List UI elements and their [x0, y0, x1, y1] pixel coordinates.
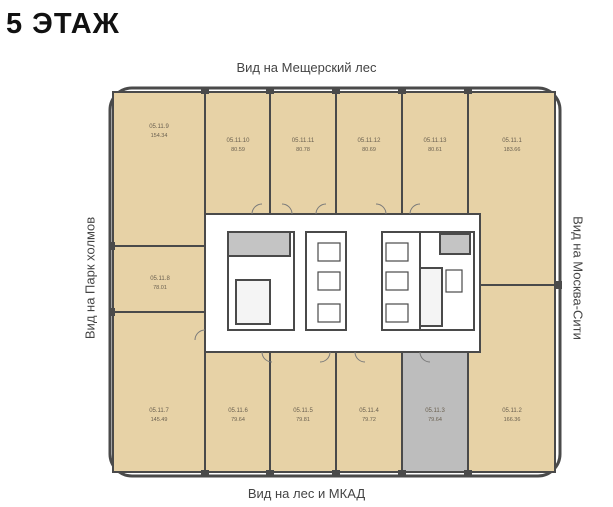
column: [266, 88, 274, 94]
floor-title: 5 ЭТАЖ: [6, 8, 120, 40]
unit-area: 154.34: [151, 133, 168, 139]
column: [398, 470, 406, 476]
column: [556, 281, 562, 289]
unit-area: 79.81: [296, 417, 310, 423]
core-left-gray: [227, 231, 291, 257]
view-label-north: Вид на Мещерский лес: [236, 60, 377, 75]
unit-number: 05.11.2: [502, 408, 522, 414]
column: [109, 242, 115, 250]
column: [464, 88, 472, 94]
column: [332, 88, 340, 94]
unit-number: 05.11.3: [425, 408, 445, 414]
elevator-cabin: [385, 242, 409, 262]
unit-area: 80.61: [428, 147, 442, 153]
unit-number: 05.11.4: [359, 408, 379, 414]
elevator-cabin: [385, 303, 409, 323]
door-arc: [319, 351, 331, 363]
unit-05-11-11[interactable]: [269, 91, 337, 215]
column: [201, 470, 209, 476]
column: [109, 308, 115, 316]
unit-05-11-4[interactable]: [335, 351, 403, 473]
columns: [109, 88, 562, 476]
stair-left: [235, 279, 271, 325]
unit-05-11-7[interactable]: [112, 311, 206, 473]
unit-number: 05.11.12: [358, 138, 382, 144]
unit-number: 05.11.6: [228, 408, 248, 414]
unit-05-11-12[interactable]: [335, 91, 403, 215]
column: [201, 88, 209, 94]
elevator-cabin: [385, 271, 409, 291]
unit-area: 183.66: [504, 147, 521, 153]
column: [464, 470, 472, 476]
door-arc: [354, 351, 366, 363]
unit-05-11-1[interactable]: [467, 91, 556, 286]
column: [266, 470, 274, 476]
door-arc: [315, 203, 327, 215]
unit-number: 05.11.10: [227, 138, 251, 144]
unit-05-11-13[interactable]: [401, 91, 469, 215]
unit-area: 80.69: [362, 147, 376, 153]
elevator-cabin: [317, 271, 341, 291]
unit-area: 79.72: [362, 417, 376, 423]
elevator-cabin: [317, 242, 341, 262]
view-label-south: Вид на лес и МКАД: [247, 486, 366, 501]
unit-number: 05.11.7: [149, 408, 169, 414]
door-arc: [194, 329, 206, 341]
unit-area: 166.36: [504, 417, 521, 423]
door-swings: [194, 203, 431, 363]
column: [398, 88, 406, 94]
door-arc: [375, 203, 387, 215]
unit-05-11-10[interactable]: [204, 91, 271, 215]
stair-right: [419, 267, 443, 327]
unit-number: 05.11.1: [502, 138, 522, 144]
unit-05-11-9[interactable]: [112, 91, 206, 247]
unit-area: 79.64: [428, 417, 442, 423]
elevator-cabin: [317, 303, 341, 323]
column: [332, 470, 340, 476]
door-arc: [419, 351, 431, 363]
elevator-cabin: [445, 269, 463, 293]
door-arc: [409, 203, 421, 215]
unit-05-11-6[interactable]: [204, 351, 271, 473]
core-right-gray: [439, 233, 471, 255]
elevators: [317, 242, 463, 323]
unit-number: 05.11.9: [149, 124, 169, 130]
door-arc: [261, 351, 273, 363]
unit-05-11-3[interactable]: [401, 351, 469, 473]
unit-number: 05.11.11: [292, 138, 315, 144]
unit-05-11-2[interactable]: [467, 284, 556, 473]
unit-area: 80.78: [296, 147, 310, 153]
unit-number: 05.11.13: [424, 138, 448, 144]
unit-number: 05.11.8: [150, 276, 170, 282]
door-arc: [251, 203, 263, 215]
units-layer: [112, 91, 556, 473]
unit-area: 78.01: [153, 285, 167, 291]
unit-number: 05.11.5: [293, 408, 313, 414]
door-arc: [281, 203, 293, 215]
unit-labels: 05.11.9 154.34 05.11.10 80.59 05.11.11 80.78 0…: [149, 124, 522, 423]
unit-area: 80.59: [231, 147, 245, 153]
unit-area: 145.49: [151, 417, 168, 423]
unit-area: 79.64: [231, 417, 245, 423]
